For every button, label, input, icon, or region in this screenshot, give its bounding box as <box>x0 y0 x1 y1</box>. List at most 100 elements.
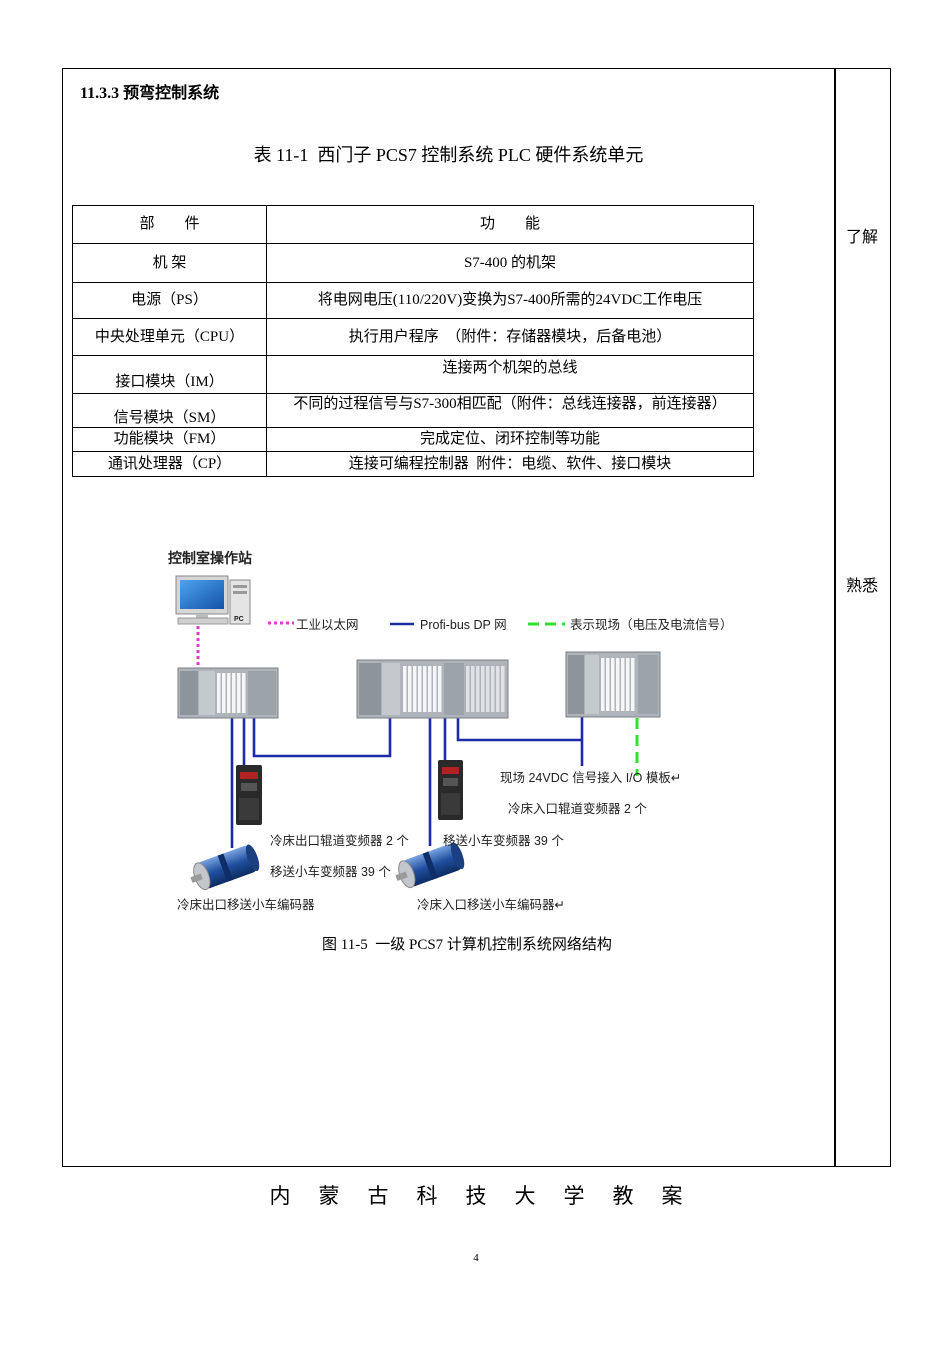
footer-institution: 内蒙古科技大学教案 <box>269 1184 711 1208</box>
table-row: 机 架 S7-400 的机架 <box>72 243 754 283</box>
monitor-stand <box>196 614 208 618</box>
component-cell: 中央处理单元（CPU） <box>72 318 267 356</box>
io-module <box>616 658 620 711</box>
table-header-row: 部 件 功 能 <box>72 205 754 244</box>
label-inlet-roller-inverter: 冷床入口辊道变频器 2 个 <box>508 801 647 816</box>
function-cell: 不同的过程信号与S7-300相匹配（附件：总线连接器，前连接器） <box>266 393 754 428</box>
hardware-units-table: 部 件 功 能 机 架 S7-400 的机架 电源（PS） 将电网电压(110/… <box>72 205 754 477</box>
legend-ethernet-label: 工业以太网 <box>296 617 359 632</box>
inverter-display <box>240 772 258 779</box>
ethernet-lines <box>196 621 294 667</box>
component-cell: 接口模块（IM） <box>72 355 267 394</box>
table-row: 通讯处理器（CP） 连接可编程控制器 附件：电缆、软件、接口模块 <box>72 451 754 477</box>
label-outlet-roller-inverter: 冷床出口辊道变频器 2 个 <box>270 833 409 848</box>
keyboard <box>177 617 229 625</box>
table-body: 部 件 功 能 机 架 S7-400 的机架 电源（PS） 将电网电压(110/… <box>72 205 754 477</box>
io-module <box>631 658 635 711</box>
cpu-module <box>199 671 215 715</box>
column-divider <box>834 68 836 1167</box>
io-module <box>501 666 505 712</box>
figure-caption: 图 11-5 一级 PCS7 计算机控制系统网络结构 <box>322 937 612 953</box>
comm-module <box>248 671 276 715</box>
io-module <box>232 673 236 713</box>
encoder-shaft <box>190 873 203 883</box>
cpu-module <box>585 655 599 714</box>
io-module <box>471 666 475 712</box>
io-module <box>408 666 412 712</box>
component-cell: 电源（PS） <box>72 282 267 319</box>
monitor-screen <box>180 580 224 609</box>
encoder-back-cap <box>450 842 465 870</box>
comm-module <box>638 655 658 714</box>
function-cell: 连接可编程控制器 附件：电缆、软件、接口模块 <box>266 451 754 477</box>
inverter-left <box>236 765 262 825</box>
encoder-band <box>217 853 233 882</box>
function-cell: 将电网电压(110/220V)变换为S7-400所需的24VDC工作电压 <box>266 282 754 319</box>
io-module <box>237 673 241 713</box>
cpu-module <box>382 663 400 715</box>
inverter-panel <box>441 793 460 815</box>
io-module <box>438 666 442 712</box>
power-supply-module <box>568 655 584 714</box>
io-module <box>491 666 495 712</box>
label-transfer-inverter-right: 移送小车变频器 39 个 <box>443 833 564 848</box>
io-module <box>601 658 605 711</box>
drive-slot <box>233 591 247 594</box>
encoder-band <box>422 851 438 880</box>
plc-rack-right <box>565 651 661 718</box>
io-module <box>621 658 625 711</box>
io-module <box>428 666 432 712</box>
component-cell: 信号模块（SM） <box>72 393 267 428</box>
field-signal-lines <box>528 622 639 776</box>
comm-module <box>444 663 464 715</box>
column-header-function: 功 能 <box>266 205 754 244</box>
profibus-left-to-middle-rack <box>252 710 392 758</box>
function-cell: S7-400 的机架 <box>266 243 754 283</box>
encoder-middle <box>395 842 465 889</box>
io-module <box>227 673 231 713</box>
table-row: 接口模块（IM） 连接两个机架的总线 <box>72 355 754 394</box>
pc-label: PC <box>234 616 244 623</box>
network-structure-diagram: 控制室操作站 PC 工业以太网 Profi-bus DP 网 表示现场（电压及电… <box>168 550 733 912</box>
encoder-left <box>190 844 260 891</box>
table-row: 功能模块（FM） 完成定位、闭环控制等功能 <box>72 427 754 452</box>
io-module <box>611 658 615 711</box>
io-module <box>466 666 470 712</box>
station-title: 控制室操作站 <box>168 550 252 566</box>
inverter-display <box>442 767 459 774</box>
io-module <box>626 658 630 711</box>
profibus-middle-to-right-rack <box>456 712 582 742</box>
label-transfer-inverter-left: 移送小车变频器 39 个 <box>270 864 391 879</box>
io-module <box>423 666 427 712</box>
page-frame <box>62 68 891 1167</box>
label-inlet-encoder: 冷床入口移送小车编码器↵ <box>417 897 565 912</box>
io-module <box>217 673 221 713</box>
power-supply-module <box>180 671 198 715</box>
label-outlet-encoder: 冷床出口移送小车编码器 <box>177 897 315 912</box>
table-row: 信号模块（SM） 不同的过程信号与S7-300相匹配（附件：总线连接器，前连接器… <box>72 393 754 428</box>
page-number: 4 <box>473 1252 479 1264</box>
label-field-io: 现场 24VDC 信号接入 I/O 模板↵ <box>500 770 681 785</box>
table-row: 电源（PS） 将电网电压(110/220V)变换为S7-400所需的24VDC工… <box>72 282 754 319</box>
component-cell: 功能模块（FM） <box>72 427 267 452</box>
io-module <box>413 666 417 712</box>
component-cell: 机 架 <box>72 243 267 283</box>
profibus-lines <box>230 622 584 848</box>
component-cell: 通讯处理器（CP） <box>72 451 267 477</box>
plc-rack-left <box>177 667 279 719</box>
inverter-middle <box>438 760 463 820</box>
io-module <box>606 658 610 711</box>
io-module <box>481 666 485 712</box>
io-module <box>418 666 422 712</box>
side-note-understand: 了解 <box>846 229 879 246</box>
io-module <box>476 666 480 712</box>
inverter-keypad <box>443 778 458 786</box>
io-module <box>486 666 490 712</box>
io-module <box>403 666 407 712</box>
encoder-shaft <box>395 871 408 881</box>
function-cell: 执行用户程序 （附件：存储器模块，后备电池） <box>266 318 754 356</box>
legend-field-label: 表示现场（电压及电流信号） <box>570 618 733 632</box>
inverter-keypad <box>241 783 257 791</box>
function-cell: 完成定位、闭环控制等功能 <box>266 427 754 452</box>
